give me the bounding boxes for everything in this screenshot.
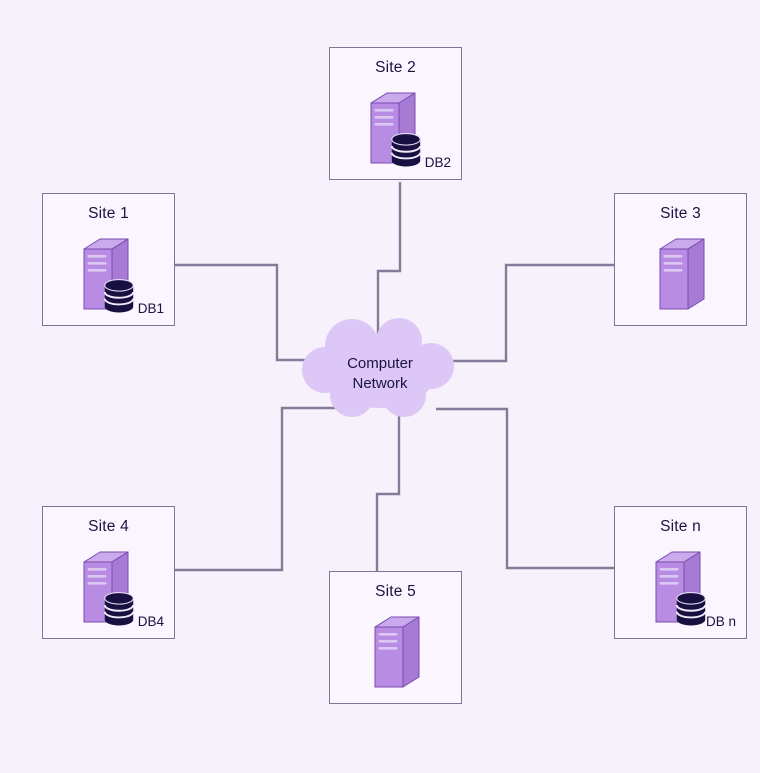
site-title: Site 2 (375, 59, 416, 76)
database-icon (390, 132, 422, 168)
connector-siten-cloud (436, 407, 614, 570)
database-label: DB n (705, 614, 736, 629)
site-box-5: Site 5 (329, 571, 462, 704)
database-label: DB2 (424, 155, 451, 170)
connector-site4-cloud (175, 406, 366, 572)
network-cloud-shape (302, 318, 454, 417)
database-label: DB1 (137, 301, 164, 316)
site-title: Site 3 (660, 205, 701, 222)
site-box-3: Site 3 (614, 193, 747, 326)
connector-site5-cloud (375, 398, 401, 571)
site-box-2: Site 2 DB2 (329, 47, 462, 180)
site-title: Site 1 (88, 205, 129, 222)
database-label: DB4 (137, 614, 164, 629)
site-box-n: Site n DB n (614, 506, 747, 639)
site-title: Site 5 (375, 583, 416, 600)
database-icon (103, 591, 135, 627)
site-box-1: Site 1 DB1 (42, 193, 175, 326)
site-title: Site n (660, 518, 701, 535)
database-icon (675, 591, 707, 627)
site-box-4: Site 4 DB4 (42, 506, 175, 639)
connector-site2-cloud (376, 182, 402, 348)
network-cloud-label: Computer Network (347, 355, 413, 393)
connector-site3-cloud (436, 263, 614, 363)
server-icon (374, 615, 420, 691)
database-icon (103, 278, 135, 314)
server-icon (659, 237, 705, 313)
site-title: Site 4 (88, 518, 129, 535)
